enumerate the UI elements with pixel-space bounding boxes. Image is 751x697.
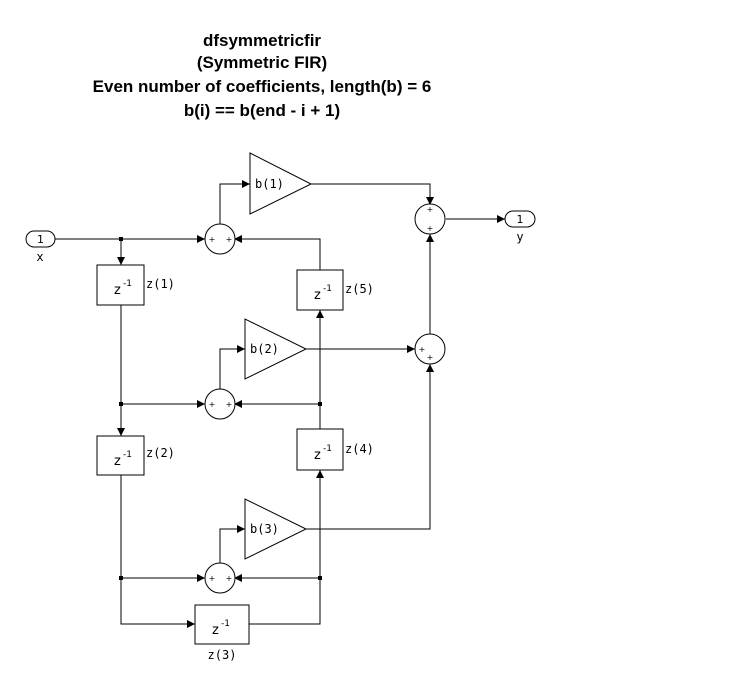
sum-block-3[interactable]: + + — [204, 562, 236, 594]
delay-block-z4[interactable]: z -1 — [296, 428, 344, 471]
output-port-label: y — [516, 230, 523, 244]
branch-point — [119, 237, 123, 241]
svg-text:+: + — [427, 205, 434, 214]
branch-point — [119, 402, 123, 406]
delay-label: z(3) — [208, 648, 237, 662]
svg-text:+: + — [419, 345, 426, 354]
diagram-description: Even number of coefficients, length(b) =… — [93, 77, 432, 96]
svg-text:+: + — [427, 353, 434, 362]
svg-text:-1: -1 — [123, 450, 132, 460]
delay-block-z3[interactable]: z -1 — [194, 604, 250, 645]
svg-text:z: z — [212, 623, 219, 638]
svg-text:+: + — [427, 224, 434, 233]
diagram-subtitle: (Symmetric FIR) — [197, 53, 327, 72]
sum-block-middle[interactable]: + + — [414, 333, 446, 365]
svg-text:-1: -1 — [323, 444, 332, 454]
svg-text:z: z — [314, 448, 321, 463]
svg-text:+: + — [226, 574, 233, 583]
sum-block-2[interactable]: + + — [204, 388, 236, 420]
input-port-label: x — [36, 250, 43, 264]
svg-text:-1: -1 — [221, 619, 230, 629]
gain-block-b2[interactable]: b(2) — [244, 318, 308, 380]
svg-text:+: + — [226, 400, 233, 409]
output-port[interactable]: 1 — [504, 210, 536, 228]
sum-block-output[interactable]: + + — [414, 203, 446, 235]
svg-text:+: + — [209, 235, 216, 244]
svg-text:z: z — [114, 283, 121, 298]
signal-wires — [55, 180, 505, 628]
branch-point — [119, 576, 123, 580]
sum-block-1[interactable]: + + — [204, 223, 236, 255]
gain-label: b(1) — [255, 177, 284, 191]
diagram-condition: b(i) == b(end - i + 1) — [184, 101, 340, 120]
delay-block-z2[interactable]: z -1 — [96, 435, 145, 476]
branch-point — [318, 402, 322, 406]
output-port-number: 1 — [517, 213, 524, 226]
input-port[interactable]: 1 — [25, 230, 56, 248]
svg-text:z: z — [114, 454, 121, 469]
delay-label: z(5) — [345, 282, 374, 296]
svg-text:z: z — [314, 288, 321, 303]
delay-block-z5[interactable]: z -1 — [296, 269, 344, 311]
svg-text:-1: -1 — [323, 284, 332, 294]
svg-text:+: + — [226, 235, 233, 244]
delay-label: z(1) — [146, 277, 175, 291]
delay-label: z(2) — [146, 446, 175, 460]
input-port-number: 1 — [37, 233, 44, 246]
gain-label: b(2) — [250, 342, 279, 356]
gain-block-b1[interactable]: b(1) — [249, 152, 313, 215]
diagram-title: dfsymmetricfir — [203, 31, 321, 50]
gain-block-b3[interactable]: b(3) — [244, 498, 308, 560]
svg-text:-1: -1 — [123, 279, 132, 289]
svg-text:+: + — [209, 400, 216, 409]
delay-block-z1[interactable]: z -1 — [96, 264, 145, 306]
svg-text:+: + — [209, 574, 216, 583]
gain-label: b(3) — [250, 522, 279, 536]
delay-label: z(4) — [345, 442, 374, 456]
branch-point — [318, 576, 322, 580]
